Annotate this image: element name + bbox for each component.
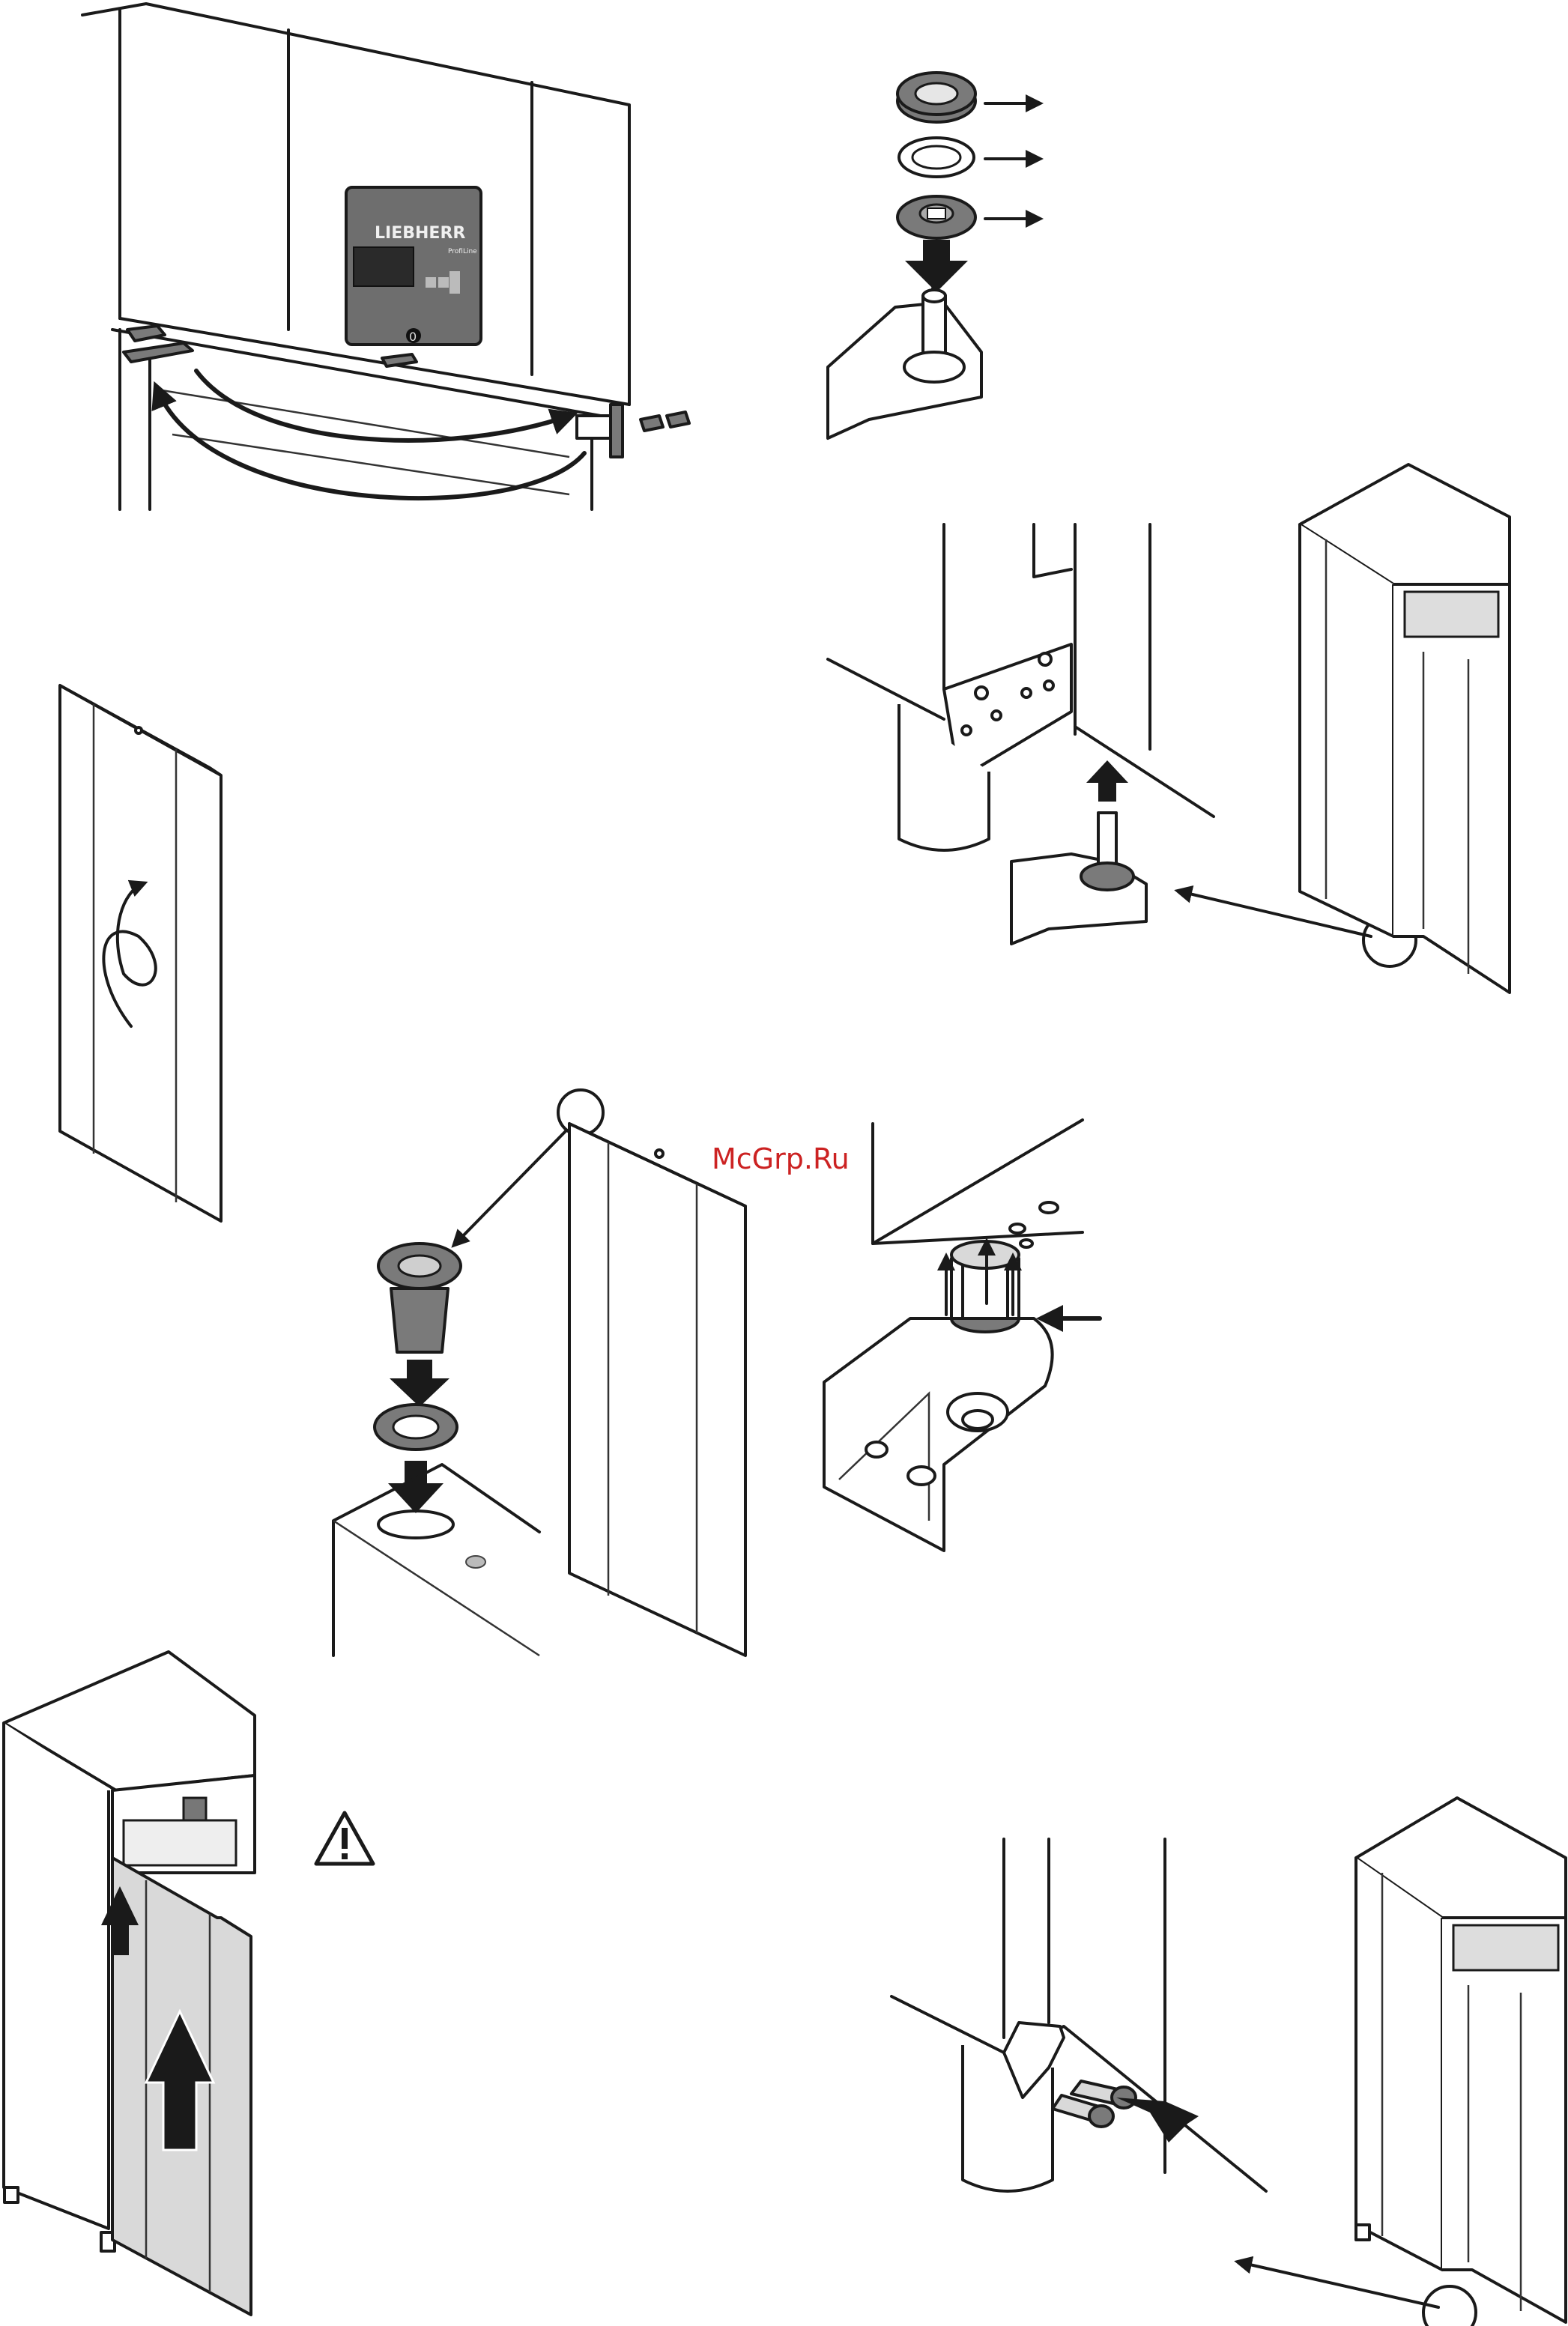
step-door-bushing	[333, 1090, 745, 1656]
bushing-sleeve	[378, 1244, 461, 1352]
step-screw-hinge	[892, 1798, 1566, 2326]
arrow-down-icon	[390, 1360, 449, 1407]
arrow-up-icon	[1086, 760, 1128, 802]
washer-part	[899, 138, 974, 177]
fridge-thumbnail	[1300, 464, 1510, 993]
nut-part	[897, 73, 975, 122]
fridge-thumbnail	[1356, 1798, 1566, 2322]
bushing-part	[897, 196, 975, 238]
panel-brand: LIEBHERR	[375, 224, 465, 243]
hinge-bracket	[828, 288, 981, 438]
step-top-hinge-swap: LIEBHERR ProfiLine 0	[82, 4, 689, 509]
panel-display-digit: 0	[409, 330, 417, 344]
step-hang-door	[4, 1652, 373, 2315]
arrow-right-icon	[985, 103, 1038, 219]
arrow-down-icon	[905, 240, 968, 292]
warning-triangle-icon	[316, 1813, 373, 1864]
panel-brand-sub: ProfiLine	[448, 248, 477, 255]
step-bottom-bearing	[824, 1120, 1100, 1551]
step-hinge-washers	[828, 73, 1038, 438]
screw-part	[1053, 2081, 1136, 2127]
control-panel: LIEBHERR ProfiLine 0	[346, 187, 481, 345]
step-bottom-hinge	[828, 464, 1510, 993]
top-hinge-part	[577, 405, 689, 457]
watermark-text: McGrp.Ru	[712, 1142, 850, 1175]
bushing-ring	[375, 1405, 457, 1450]
step-rotate-door	[60, 685, 221, 1221]
curved-swap-arrow-icon	[157, 371, 584, 498]
